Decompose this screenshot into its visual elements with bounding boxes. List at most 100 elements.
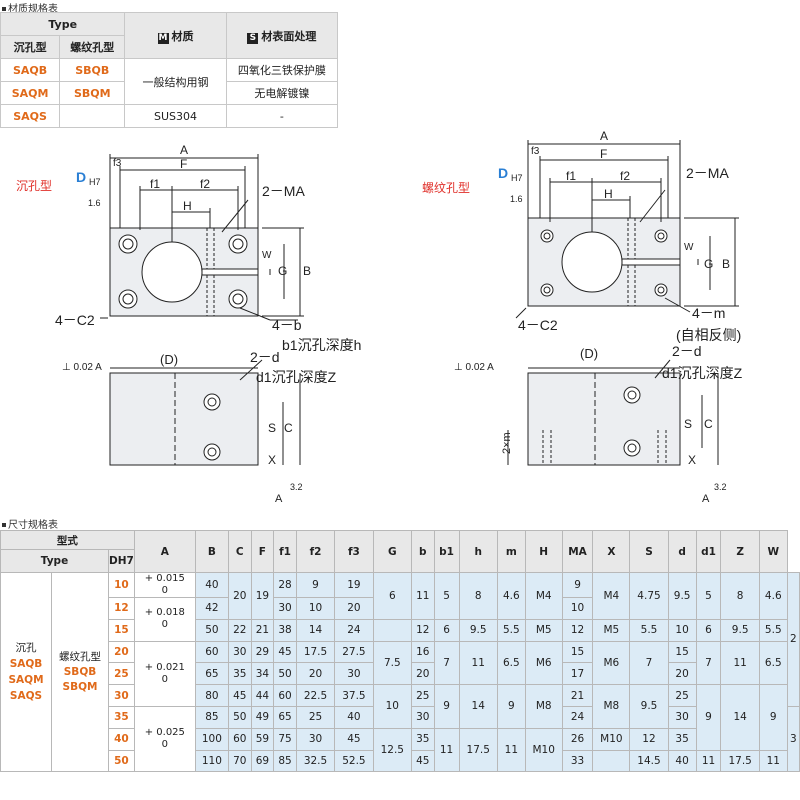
size-value-cell: 45 — [227, 684, 252, 707]
size-value-cell: 50 — [273, 662, 297, 686]
size-value-cell: 17 — [561, 662, 594, 686]
body-side-view — [109, 372, 259, 466]
size-value-cell: 10 — [295, 597, 336, 620]
size-value-cell: 16 — [410, 640, 435, 664]
svg-text:W: W — [684, 242, 694, 253]
size-value-cell: 85 — [194, 705, 229, 729]
col-header-f2: f2 — [295, 530, 336, 573]
m-badge-icon: M — [157, 32, 169, 44]
size-value-cell: 65 — [273, 705, 297, 729]
svg-text:(自相反侧): (自相反侧) — [676, 327, 741, 343]
size-value-cell: 30 — [334, 662, 374, 686]
size-value-cell: 30 — [410, 705, 435, 729]
col-header-W: W — [758, 530, 788, 573]
svg-text:H: H — [183, 199, 192, 213]
svg-text:F: F — [600, 147, 607, 161]
s-badge-icon: S — [247, 32, 259, 44]
size-value-cell: 45 — [334, 727, 374, 751]
size-value-cell: 20 — [410, 662, 435, 686]
size-value-cell: 49 — [250, 705, 275, 729]
svg-text:b1沉孔深度h: b1沉孔深度h — [282, 337, 361, 353]
svg-text:S: S — [684, 417, 692, 431]
size-value-cell: 24 — [334, 618, 374, 642]
size-value-cell: 6.5 — [758, 640, 788, 686]
size-value-cell: 35 — [227, 662, 252, 686]
size-value-cell: 33 — [561, 749, 594, 773]
d-label: D — [76, 169, 86, 185]
countersunk-header: 沉孔型 — [0, 35, 61, 59]
size-value-cell: 52.5 — [334, 749, 374, 773]
size-value-cell: 40 — [667, 749, 697, 773]
size-value-cell: 14.5 — [629, 749, 669, 773]
svg-text:X: X — [268, 453, 276, 467]
svg-text:d1沉孔深度Z: d1沉孔深度Z — [662, 365, 743, 381]
size-value-cell: 21 — [250, 618, 275, 642]
size-section-title: 尺寸规格表 — [2, 516, 58, 531]
material-cell: 一般结构用钢 — [124, 58, 227, 105]
svg-text:4－b: 4－b — [272, 317, 302, 333]
size-value-cell: 42 — [194, 597, 229, 620]
dh7-header: DH7 — [108, 549, 135, 573]
size-value-cell: 2 — [786, 572, 800, 707]
size-value-cell: 9 — [433, 684, 460, 729]
size-value-cell: 22 — [227, 618, 252, 642]
col-header-H: H — [524, 530, 563, 573]
surface-cell: 四氧化三铁保护膜 — [225, 58, 339, 82]
svg-text:f1: f1 — [566, 169, 576, 183]
countersunk-drawing: 沉孔型 D H7 1.6 A F f3 f1 f2 H 2－MA W G B 4… — [16, 143, 361, 505]
threaded-header: 螺纹孔型 — [59, 35, 126, 59]
size-value-cell: 3 — [786, 705, 800, 773]
col-header-X: X — [592, 530, 631, 573]
col-header-d: d — [667, 530, 697, 573]
size-value-cell: 9.5 — [458, 618, 498, 642]
size-value-cell: 9 — [758, 684, 788, 751]
svg-text:H: H — [604, 187, 613, 201]
size-value-cell: 60 — [194, 640, 229, 664]
size-value-cell: 26 — [561, 727, 594, 751]
size-value-cell: 22.5 — [295, 684, 336, 707]
threaded-drawing: 螺纹孔型 D H7 1.6 A F f3 f1 f2 H 2－MA W G B … — [422, 130, 743, 505]
bore-size-cell: 50 — [108, 749, 135, 773]
col-header-F: F — [250, 530, 275, 573]
size-value-cell: 70 — [227, 749, 252, 773]
svg-text:A: A — [600, 130, 608, 143]
svg-text:4－m: 4－m — [692, 305, 725, 321]
svg-text:A: A — [702, 493, 710, 505]
size-value-cell: 5 — [433, 572, 460, 620]
size-value-cell: 35 — [410, 727, 435, 751]
svg-text:3.2: 3.2 — [290, 482, 303, 492]
bore-size-cell: 40 — [108, 727, 135, 751]
svg-text:1.6: 1.6 — [510, 194, 523, 204]
type-header: Type — [0, 549, 109, 573]
col-header-S: S — [629, 530, 669, 573]
type-header: Type — [0, 12, 126, 36]
material-section-title: 材质规格表 — [2, 0, 58, 15]
size-value-cell: 20 — [334, 597, 374, 620]
size-value-cell: M10 — [592, 727, 631, 751]
svg-text:f1: f1 — [150, 177, 160, 191]
threaded-type-label: 螺纹孔型 — [422, 181, 470, 195]
svg-text:f2: f2 — [620, 169, 630, 183]
col-header-f1: f1 — [273, 530, 297, 573]
size-value-cell: 9.5 — [667, 572, 697, 620]
svg-text:2×m: 2×m — [501, 432, 513, 454]
col-header-A: A — [133, 530, 196, 573]
size-value-cell: 35 — [667, 727, 697, 751]
svg-text:C: C — [284, 421, 293, 435]
size-value-cell: 50 — [194, 618, 229, 642]
countersunk-type-label: 沉孔型 — [16, 179, 52, 193]
size-value-cell: 28 — [273, 572, 297, 598]
size-value-cell: M8 — [592, 684, 631, 729]
size-value-cell: 30 — [295, 727, 336, 751]
size-value-cell: M6 — [592, 640, 631, 686]
col-header-B: B — [194, 530, 229, 573]
col-header-m: m — [496, 530, 526, 573]
size-value-cell: 12 — [629, 727, 669, 751]
type-cell: SAQM — [0, 81, 61, 105]
